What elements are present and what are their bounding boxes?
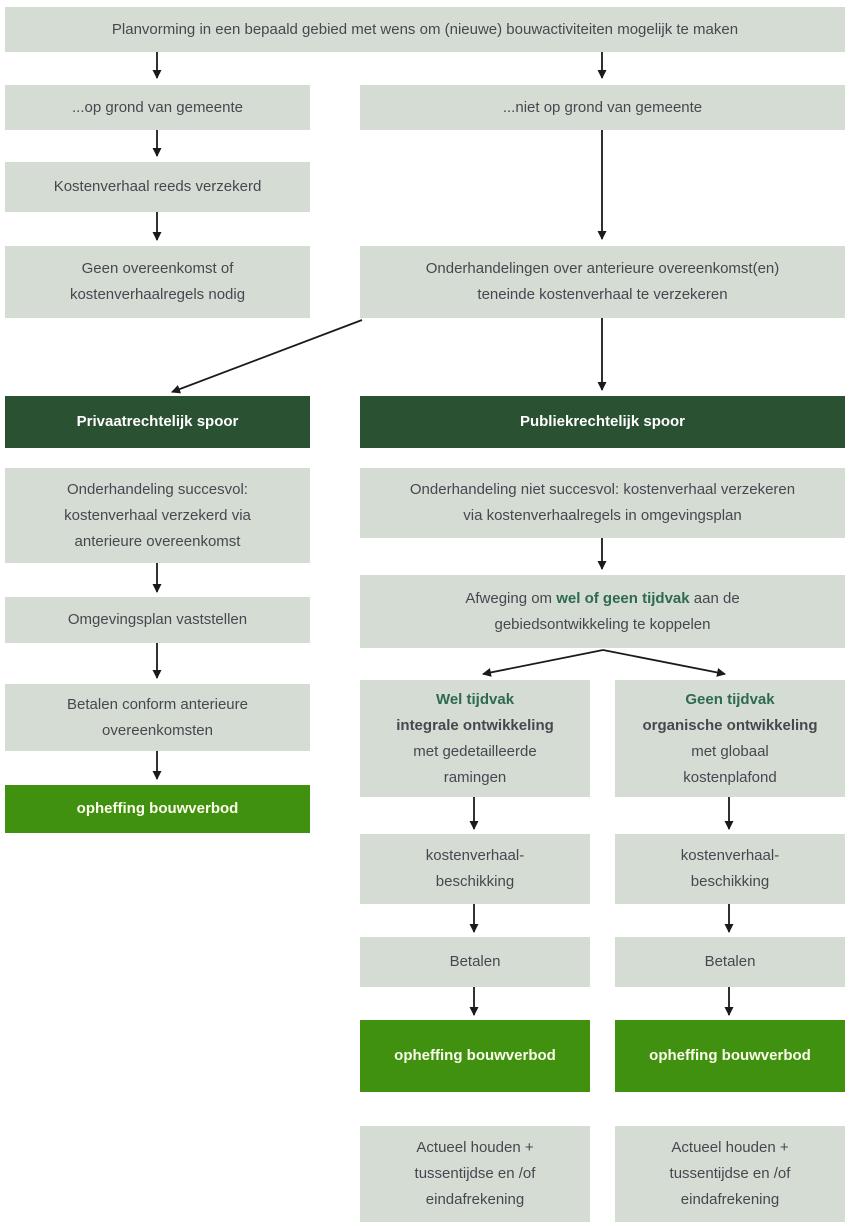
node-beschikking-geen-line1: kostenverhaal- [680, 847, 780, 864]
node-actueel-geen-line3: eindafrekening [680, 1191, 780, 1208]
node-beschikking-wel-line1: kostenverhaal- [425, 847, 525, 864]
node-niet-succesvol-line2: via kostenverhaalregels in omgevingsplan [463, 507, 742, 524]
node-opheffing-wel-label: opheffing bouwverbod [394, 1047, 556, 1064]
node-planvorming: Planvorming in een bepaald gebied met we… [5, 7, 845, 52]
node-beschikking-wel-line2: beschikking [435, 873, 515, 890]
node-betalen-geen: Betalen [615, 937, 845, 987]
node-geen-tijdvak-title: Geen tijdvak [685, 690, 775, 708]
node-betalen-geen-label: Betalen [704, 953, 756, 970]
node-geen-tijdvak-line4: kostenplafond [683, 768, 777, 786]
node-afweging-line1: Afweging om wel of geen tijdvak aan de [465, 586, 739, 612]
node-betalen-conform-line1: Betalen conform anterieure [67, 695, 248, 713]
node-op-grond-van-gemeente: ...op grond van gemeente [5, 85, 310, 130]
node-betalen-wel: Betalen [360, 937, 590, 987]
node-opheffing-bouwverbod-geen: opheffing bouwverbod [615, 1020, 845, 1092]
node-actueel-houden-geen: Actueel houden + tussentijdse en /of ein… [615, 1126, 845, 1222]
node-omgevingsplan-label: Omgevingsplan vaststellen [67, 611, 248, 628]
node-kostenverhaalbeschikking-geen: kostenverhaal- beschikking [615, 834, 845, 904]
node-beschikking-geen-line2: beschikking [690, 873, 770, 890]
node-niet-succesvol-line1: Onderhandeling niet succesvol: kostenver… [409, 481, 796, 498]
node-geen-overeenkomst-nodig: Geen overeenkomst of kostenverhaalregels… [5, 246, 310, 318]
node-wel-tijdvak: Wel tijdvak integrale ontwikkeling met g… [360, 680, 590, 797]
node-publiekrechtelijk-spoor: Publiekrechtelijk spoor [360, 396, 845, 448]
node-onderhandeling-niet-succesvol: Onderhandeling niet succesvol: kostenver… [360, 468, 845, 538]
node-onderhandelingen-anterieure: Onderhandelingen over anterieure overeen… [360, 246, 845, 318]
node-onderhandelingen-line1: Onderhandelingen over anterieure overeen… [425, 260, 780, 277]
node-afweging-tijdvak: Afweging om wel of geen tijdvak aan de g… [360, 575, 845, 648]
node-kostenverhaal-reeds-verzekerd: Kostenverhaal reeds verzekerd [5, 162, 310, 212]
node-actueel-geen-line1: Actueel houden + [671, 1139, 789, 1156]
node-niet-op-grond-van-gemeente: ...niet op grond van gemeente [360, 85, 845, 130]
node-geen-tijdvak-line3: met globaal [691, 742, 769, 760]
node-opheffing-geen-label: opheffing bouwverbod [649, 1047, 811, 1064]
node-opheffing-privaat-label: opheffing bouwverbod [76, 800, 239, 817]
node-actueel-wel-line1: Actueel houden + [416, 1139, 534, 1156]
node-afweging-prefix: Afweging om [465, 589, 557, 607]
node-succesvol-line2: kostenverhaal verzekerd via [64, 506, 251, 524]
node-wel-tijdvak-line4: ramingen [443, 768, 507, 786]
arrow-onderhandelingen-to-privaatspoor [171, 319, 363, 394]
arrow-afweging-to-weltijdvak [482, 649, 604, 677]
node-actueel-houden-wel: Actueel houden + tussentijdse en /of ein… [360, 1126, 590, 1222]
node-onderhandelingen-line2: teneinde kostenverhaal te verzekeren [477, 286, 728, 303]
node-wel-tijdvak-title: Wel tijdvak [435, 690, 515, 708]
node-geen-tijdvak: Geen tijdvak organische ontwikkeling met… [615, 680, 845, 797]
node-niet-op-grond-label: ...niet op grond van gemeente [502, 98, 703, 116]
node-publiek-spoor-label: Publiekrechtelijk spoor [519, 413, 686, 430]
node-actueel-wel-line3: eindafrekening [425, 1191, 525, 1208]
node-afweging-suffix: aan de [689, 589, 740, 607]
node-wel-tijdvak-line3: met gedetailleerde [413, 742, 537, 760]
node-actueel-wel-line2: tussentijdse en /of [414, 1165, 536, 1182]
node-succesvol-line1: Onderhandeling succesvol: [67, 480, 248, 498]
node-geen-tijdvak-subtitle: organische ontwikkeling [642, 716, 818, 734]
node-afweging-bold: wel of geen tijdvak [556, 589, 690, 607]
node-onderhandeling-succesvol: Onderhandeling succesvol: kostenverhaal … [5, 468, 310, 563]
node-geen-overeenkomst-line2: kostenverhaalregels nodig [69, 286, 246, 303]
node-privaat-spoor-label: Privaatrechtelijk spoor [76, 413, 239, 430]
node-actueel-geen-line2: tussentijdse en /of [669, 1165, 791, 1182]
arrow-afweging-to-geentijdvak [602, 649, 726, 677]
node-kostenverhaal-reeds-label: Kostenverhaal reeds verzekerd [53, 178, 262, 195]
node-wel-tijdvak-subtitle: integrale ontwikkeling [396, 716, 554, 734]
node-opheffing-bouwverbod-privaat: opheffing bouwverbod [5, 785, 310, 833]
node-planvorming-label: Planvorming in een bepaald gebied met we… [111, 20, 739, 38]
node-succesvol-line3: anterieure overeenkomst [74, 532, 241, 550]
node-privaatrechtelijk-spoor: Privaatrechtelijk spoor [5, 396, 310, 448]
node-betalen-conform-line2: overeenkomsten [102, 721, 213, 739]
node-betalen-conform: Betalen conform anterieure overeenkomste… [5, 684, 310, 751]
node-op-grond-label: ...op grond van gemeente [72, 98, 243, 116]
node-betalen-wel-label: Betalen [449, 953, 501, 970]
node-geen-overeenkomst-line1: Geen overeenkomst of [81, 260, 234, 277]
node-opheffing-bouwverbod-wel: opheffing bouwverbod [360, 1020, 590, 1092]
node-omgevingsplan-vaststellen: Omgevingsplan vaststellen [5, 597, 310, 643]
node-afweging-line2: gebiedsontwikkeling te koppelen [494, 615, 711, 633]
node-kostenverhaalbeschikking-wel: kostenverhaal- beschikking [360, 834, 590, 904]
